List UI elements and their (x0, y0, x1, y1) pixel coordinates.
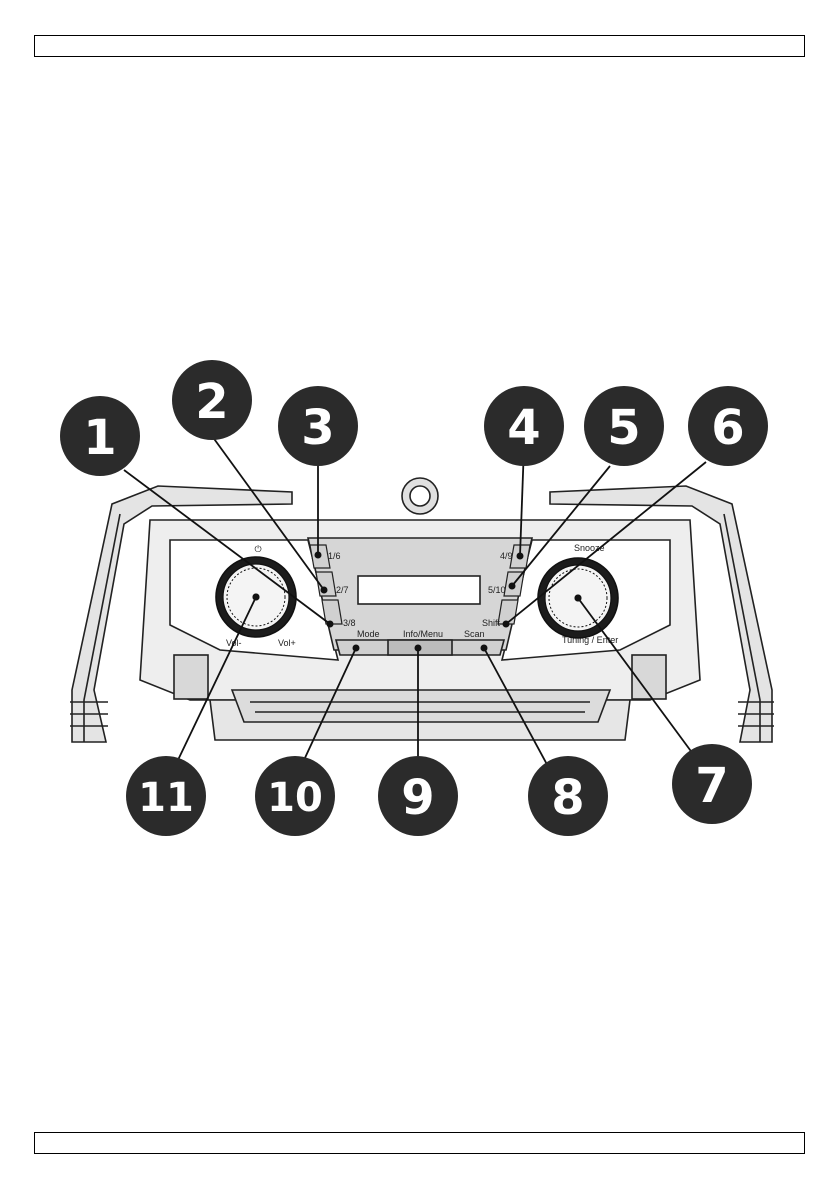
power-icon: ⏻ (254, 544, 261, 554)
label-scan: Scan (464, 629, 485, 639)
label-4-9: 4/9 (500, 551, 513, 561)
svg-text:9: 9 (401, 770, 434, 826)
svg-text:8: 8 (551, 770, 584, 826)
antenna-knob (402, 478, 438, 514)
callout-6: 6 (688, 386, 768, 466)
callout-3: 3 (278, 386, 358, 466)
callout-10: 10 (255, 756, 335, 836)
svg-text:2: 2 (195, 374, 228, 430)
label-shift: Shift (482, 618, 501, 628)
svg-text:10: 10 (267, 775, 323, 821)
callout-11: 11 (126, 756, 206, 836)
callout-4: 4 (484, 386, 564, 466)
callout-8: 8 (528, 756, 608, 836)
label-mode: Mode (357, 629, 380, 639)
label-info-menu: Info/Menu (403, 629, 443, 639)
svg-text:1: 1 (83, 410, 116, 466)
svg-text:3: 3 (301, 400, 334, 456)
callout-1: 1 (60, 396, 140, 476)
label-5-10: 5/10 (488, 585, 506, 595)
svg-text:11: 11 (138, 775, 194, 821)
callout-5: 5 (584, 386, 664, 466)
callout-9: 9 (378, 756, 458, 836)
label-1-6: 1/6 (328, 551, 341, 561)
callout-2: 2 (172, 360, 252, 440)
svg-text:4: 4 (507, 400, 540, 456)
svg-text:5: 5 (607, 400, 640, 456)
lcd-display (358, 576, 480, 604)
label-vol-plus: Vol+ (278, 638, 296, 648)
svg-text:7: 7 (695, 758, 728, 814)
svg-text:6: 6 (711, 400, 744, 456)
callout-7: 7 (672, 744, 752, 824)
shift-button[interactable] (498, 600, 518, 624)
label-3-8: 3/8 (343, 618, 356, 628)
label-2-7: 2/7 (336, 585, 349, 595)
